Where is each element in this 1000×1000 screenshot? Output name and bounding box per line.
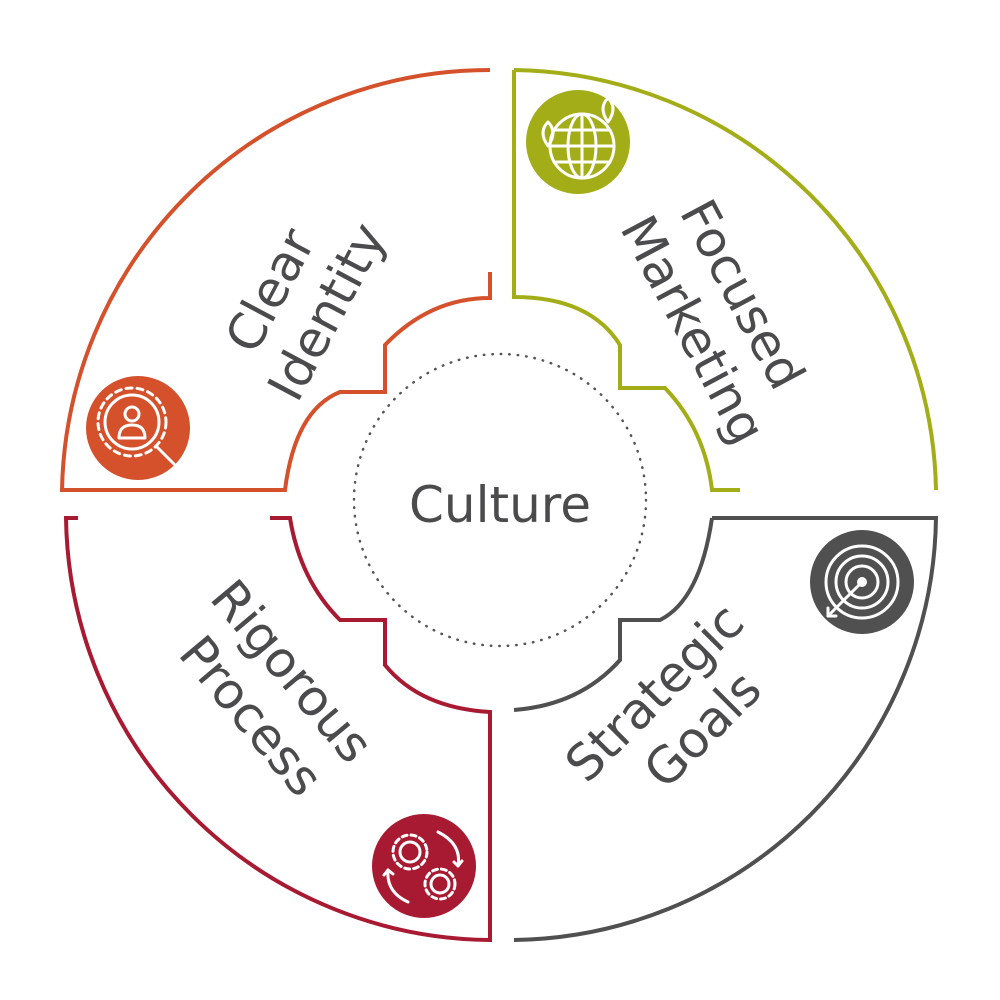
- gears-cycle-icon: [372, 814, 476, 918]
- quadrant-strategic-goals-outline: [513, 516, 939, 942]
- quadrant-strategic-goals: Strategic Goals: [513, 516, 939, 942]
- quadrant-focused-marketing: Focused Marketing: [512, 68, 938, 492]
- center-label: Culture: [409, 476, 591, 534]
- quadrant-rigorous-process-outline: [63, 516, 492, 943]
- person-magnifier-icon: [86, 376, 190, 480]
- quadrant-rigorous-process: Rigorous Process: [63, 516, 492, 943]
- quadrant-strategic-goals-label: Strategic Goals: [554, 581, 809, 836]
- center-dotted-circle: [352, 352, 648, 648]
- quadrant-clear-identity: Clear Identity: [59, 68, 492, 492]
- quadrant-focused-marketing-outline: [512, 68, 938, 492]
- quadrant-clear-identity-label: Clear Identity: [204, 185, 398, 410]
- quadrant-rigorous-process-label: Rigorous Process: [153, 569, 394, 825]
- target-arrow-icon: [810, 530, 914, 634]
- quadrant-focused-marketing-label: Focused Marketing: [609, 178, 830, 453]
- quadrant-clear-identity-outline: [59, 68, 492, 492]
- globe-location-icon: [526, 90, 630, 194]
